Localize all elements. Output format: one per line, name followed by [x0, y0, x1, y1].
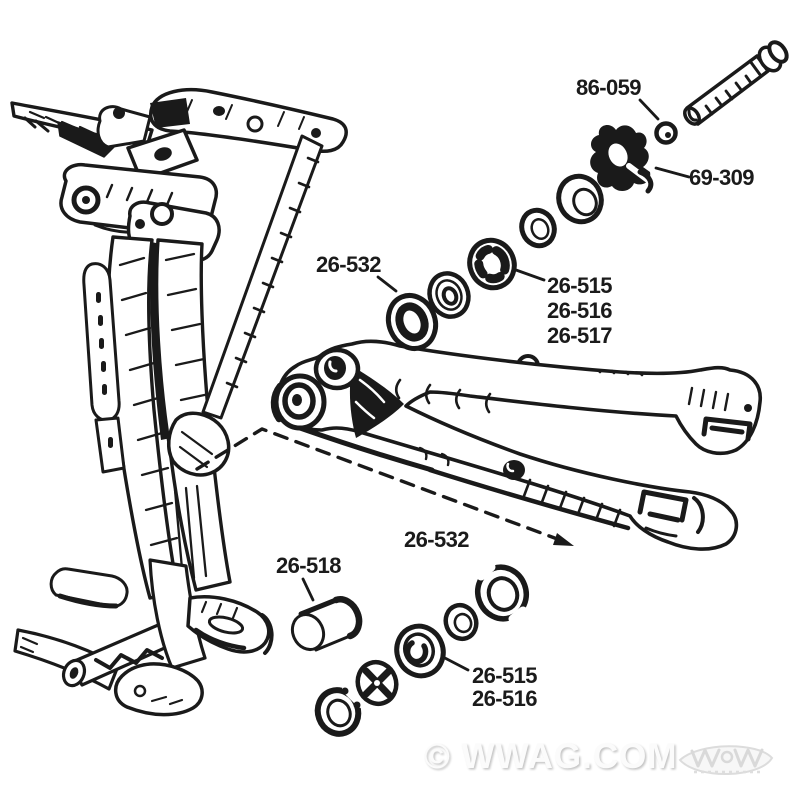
- callout-upper-bearing-stack: 26-515 26-516 26-517: [547, 273, 613, 348]
- outer-ring-part-lower: [475, 562, 529, 624]
- seal-26-532-part: [385, 293, 439, 351]
- retaining-clip-69-309-part: [590, 124, 654, 194]
- bearing-part: [467, 237, 517, 291]
- callout-retaining-clip: 69-309: [689, 165, 755, 190]
- callout-spacer: 26-518: [276, 553, 342, 578]
- washer-part: [427, 271, 471, 319]
- leader-26-515-top: [514, 268, 546, 282]
- leader-86-059: [638, 98, 660, 121]
- callout-bearing-lower-2: 26-516: [472, 686, 538, 711]
- callout-bearing-lower-1: 26-515: [472, 663, 538, 688]
- frame-illustration: [10, 87, 348, 717]
- ring-part-lower: [443, 602, 479, 642]
- callout-pin-washer: 86-059: [576, 75, 642, 100]
- watermark-copyright: © WWAG.COM: [424, 737, 678, 776]
- pivot-pin-part: [683, 40, 789, 126]
- leader-26-518: [301, 577, 315, 602]
- leader-26-532-top: [376, 275, 398, 293]
- callout-bearing-upper-2: 26-516: [547, 298, 613, 323]
- tab-washer-part: [355, 659, 399, 707]
- w-and-w-logo-icon: [678, 745, 774, 776]
- callout-seal-upper: 26-532: [316, 252, 382, 277]
- callout-lower-bearing-stack: 26-515 26-516: [472, 663, 538, 711]
- pivot-axis-dashed-line: [195, 427, 574, 546]
- callout-pivot-axis: 26-532: [404, 527, 470, 552]
- arrowhead-icon: [553, 533, 574, 546]
- swingarm-illustration: [270, 339, 762, 551]
- lower-bearing-stack: [314, 562, 529, 737]
- pin-washer-86-059-part: [654, 121, 678, 145]
- ring-part: [519, 207, 557, 249]
- leader-69-309: [654, 166, 691, 179]
- callout-bearing-upper-1: 26-515: [547, 273, 613, 298]
- outer-washer-part: [556, 173, 604, 225]
- bearing-part-lower: [394, 623, 446, 679]
- circlip-part: [314, 684, 366, 737]
- spacer-26-518-part: [290, 596, 363, 652]
- upper-bearing-stack: [385, 173, 604, 351]
- leader-lines: [301, 98, 691, 672]
- leader-26-515-bottom: [441, 655, 470, 672]
- callout-bearing-upper-3: 26-517: [547, 323, 613, 348]
